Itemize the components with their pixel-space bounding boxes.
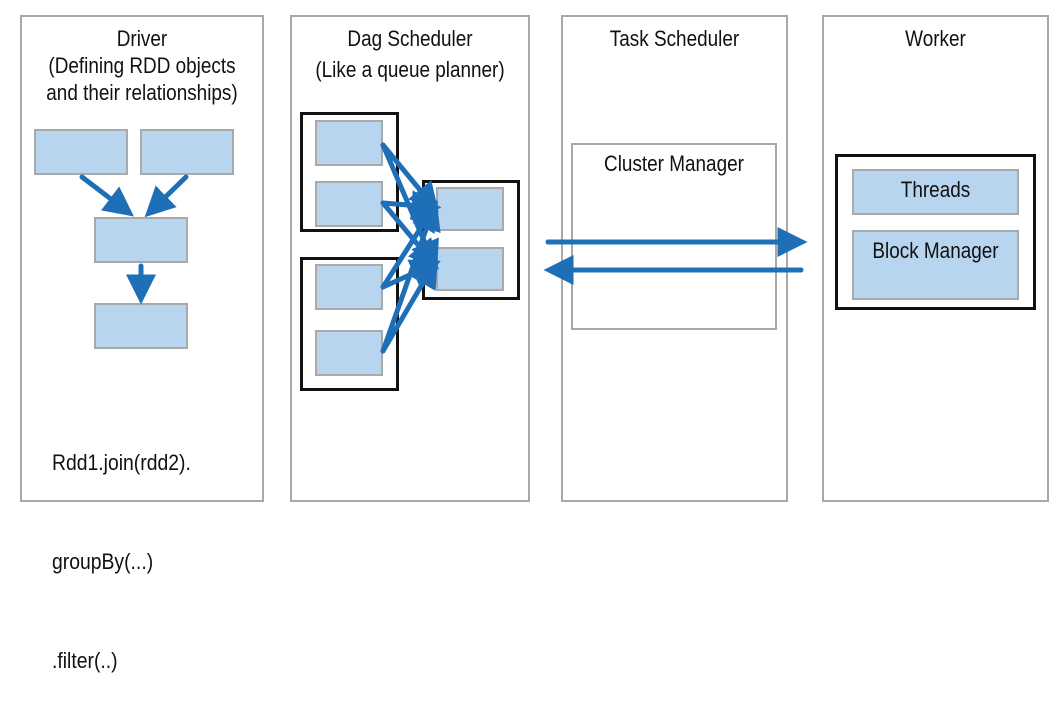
- dag-task-box-5: [436, 187, 504, 231]
- threads-box: Threads: [852, 169, 1019, 215]
- driver-rdd-box-3: [94, 217, 188, 263]
- threads-label: Threads: [900, 177, 971, 202]
- worker-executor-frame: [835, 154, 1036, 310]
- dag-task-box-2: [315, 181, 383, 227]
- dag-task-box-4: [315, 330, 383, 376]
- cluster-manager-box: Cluster Manager: [571, 143, 777, 330]
- dag-arrow-3: [380, 190, 442, 221]
- driver-title-block: Driver (Defining RDD objects and their r…: [39, 25, 245, 106]
- worker-title: Worker: [905, 26, 966, 51]
- worker-title-block: Worker: [840, 25, 1032, 52]
- task-scheduler-title: Task Scheduler: [609, 26, 740, 51]
- task-title-block: Task Scheduler: [579, 25, 771, 52]
- driver-subtitle-1: (Defining RDD objects: [48, 53, 236, 78]
- code-line-2: groupBy(...): [52, 549, 154, 574]
- code-line-1: Rdd1.join(rdd2).: [52, 450, 191, 475]
- dag-task-box-6: [436, 247, 504, 291]
- dag-title: Dag Scheduler: [347, 26, 473, 51]
- block-manager-label: Block Manager: [872, 238, 999, 263]
- driver-panel: Driver (Defining RDD objects and their r…: [20, 15, 264, 502]
- dag-task-box-3: [315, 264, 383, 310]
- dag-subtitle: (Like a queue planner): [315, 57, 505, 82]
- code-line-3: .filter(..): [52, 648, 118, 673]
- dag-arrow-1: [380, 142, 439, 213]
- dag-title-block: Dag Scheduler (Like a queue planner): [309, 25, 512, 83]
- driver-rdd-box-1: [34, 129, 128, 175]
- arrows-layer: [79, 142, 808, 354]
- driver-title: Driver: [116, 26, 168, 51]
- block-manager-box: Block Manager: [852, 230, 1019, 300]
- driver-subtitle-2: and their relationships): [46, 80, 238, 105]
- dag-arrow-4: [380, 200, 439, 270]
- driver-arrow-2: [144, 174, 189, 218]
- dag-arrow-8: [380, 257, 438, 354]
- driver-rdd-box-2: [140, 129, 234, 175]
- driver-arrow-1: [79, 174, 134, 217]
- dag-stage-frame-1: [300, 112, 399, 232]
- cluster-manager-label: Cluster Manager: [604, 151, 744, 176]
- dag-arrow-7: [380, 199, 441, 354]
